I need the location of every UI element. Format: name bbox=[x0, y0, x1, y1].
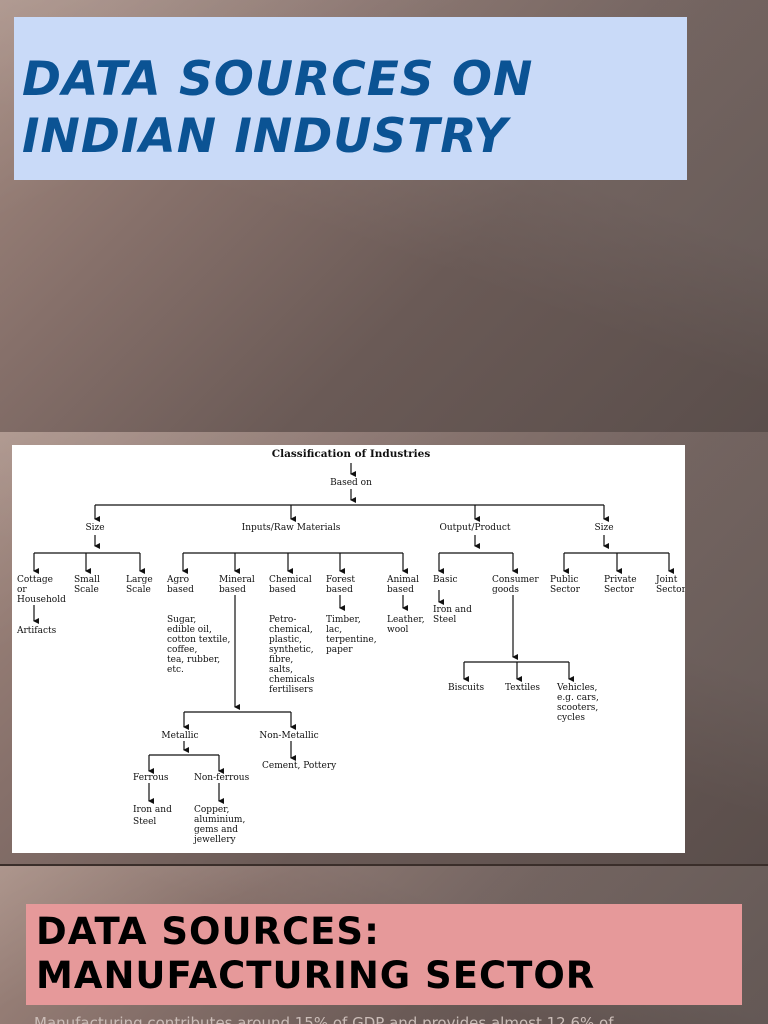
agro-examples: Sugar, edible oil, cotton textile, coffe… bbox=[167, 615, 233, 675]
non-ferrous-examples: Copper, aluminium, gems and jewellery bbox=[193, 805, 248, 845]
node-non-metallic: Non-Metallic bbox=[259, 731, 318, 741]
node-mineral-based: Mineral based bbox=[219, 575, 258, 595]
node-ferrous: Ferrous bbox=[133, 773, 169, 783]
node-joint-sector: Joint Sector bbox=[655, 575, 685, 595]
slide-1: DATA SOURCES ON INDIAN INDUSTRY bbox=[0, 0, 768, 432]
node-based-on: Based on bbox=[330, 478, 372, 488]
basic-examples: Iron and Steel bbox=[433, 605, 475, 625]
slide-3-title-box: DATA SOURCES: MANUFACTURING SECTOR bbox=[26, 904, 742, 1005]
node-textiles: Textiles bbox=[505, 683, 540, 693]
node-vehicles: Vehicles, e.g. cars, scooters, cycles bbox=[556, 683, 602, 723]
slide-3-body-text: Manufacturing contributes around 15% of … bbox=[34, 1014, 614, 1024]
slide-3-title: DATA SOURCES: MANUFACTURING SECTOR bbox=[36, 910, 742, 998]
node-animal-based: Animal based bbox=[386, 575, 422, 595]
node-cottage: Cottage or Household bbox=[17, 575, 66, 605]
classification-diagram: Classification of Industries Based on Si… bbox=[12, 445, 685, 853]
node-metallic: Metallic bbox=[161, 731, 198, 741]
node-non-ferrous: Non-ferrous bbox=[194, 773, 250, 783]
node-inputs-raw-materials: Inputs/Raw Materials bbox=[242, 523, 341, 533]
node-agro-based: Agro based bbox=[166, 575, 194, 595]
slide-1-title-line-1: DATA SOURCES ON bbox=[22, 52, 534, 107]
connector-lines bbox=[33, 463, 674, 804]
node-basic: Basic bbox=[433, 575, 458, 585]
ferrous-examples: Iron and Steel bbox=[133, 805, 175, 827]
slide-3-title-line-1: DATA SOURCES: bbox=[36, 910, 380, 953]
classification-tree: Classification of Industries Based on Si… bbox=[16, 448, 685, 845]
node-artifacts: Artifacts bbox=[16, 626, 57, 636]
slide-2: Classification of Industries Based on Si… bbox=[0, 432, 768, 864]
node-large-scale: Large Scale bbox=[126, 575, 156, 595]
node-consumer-goods: Consumer goods bbox=[492, 575, 542, 595]
slide-1-title-box: DATA SOURCES ON INDIAN INDUSTRY bbox=[14, 17, 687, 180]
node-small-scale: Small Scale bbox=[74, 575, 103, 595]
chemical-examples: Petro- chemical, plastic, synthetic, fib… bbox=[269, 615, 317, 695]
animal-examples: Leather, wool bbox=[387, 615, 427, 635]
diagram-title: Classification of Industries bbox=[272, 448, 431, 460]
node-ownership: Size bbox=[594, 523, 613, 533]
non-metallic-examples: Cement, Pottery bbox=[262, 761, 337, 771]
slide-1-title: DATA SOURCES ON INDIAN INDUSTRY bbox=[22, 51, 687, 165]
node-size: Size bbox=[85, 523, 104, 533]
node-biscuits: Biscuits bbox=[448, 683, 484, 693]
node-public-sector: Public Sector bbox=[550, 575, 581, 595]
slide-3: DATA SOURCES: MANUFACTURING SECTOR Manuf… bbox=[0, 866, 768, 1024]
node-private-sector: Private Sector bbox=[604, 575, 640, 595]
slide-1-title-line-2: INDIAN INDUSTRY bbox=[22, 109, 509, 164]
slide-3-title-line-2: MANUFACTURING SECTOR bbox=[36, 954, 596, 997]
forest-examples: Timber, lac, terpentine, paper bbox=[326, 615, 379, 655]
node-output-product: Output/Product bbox=[440, 523, 511, 533]
node-chemical-based: Chemical based bbox=[269, 575, 315, 595]
node-forest-based: Forest based bbox=[326, 575, 358, 595]
